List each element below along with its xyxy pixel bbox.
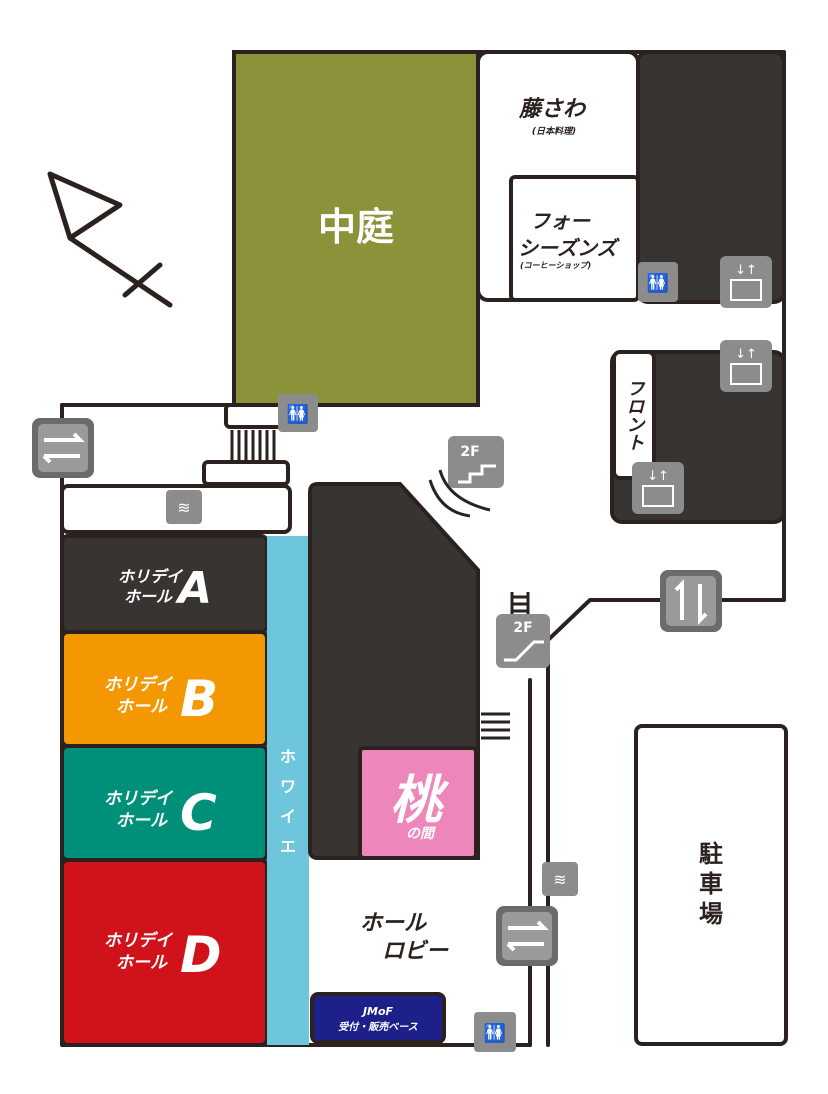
escalator-2f-label: 2F xyxy=(513,620,532,636)
corridor-block xyxy=(202,460,290,486)
restroom-icon: 🚻 xyxy=(474,1012,516,1052)
front-desk[interactable]: フロント xyxy=(612,350,656,480)
hall-d-line2: ホール xyxy=(116,953,168,973)
hall-lobby[interactable]: ホール ロビー xyxy=(360,911,449,964)
hall-c-letter: C xyxy=(180,784,217,842)
parking-lot[interactable]: 駐 車 場 xyxy=(634,724,788,1046)
momo-kanji: 桃 xyxy=(390,771,450,831)
hall-b-line2: ホール xyxy=(116,697,168,717)
svg-text:↓↑: ↓↑ xyxy=(647,469,669,484)
courtyard-label: 中庭 xyxy=(318,205,394,249)
escalator-2f-icon: 2F xyxy=(496,614,550,668)
hall-a-line2: ホール xyxy=(124,587,173,606)
hall-c-line2: ホール xyxy=(116,811,168,831)
hall-c-line1: ホリデイ xyxy=(104,789,174,809)
hall-a-letter: A xyxy=(175,563,212,614)
svg-text:↓↑: ↓↑ xyxy=(735,263,757,278)
foyer-char-2: ワ xyxy=(280,777,296,796)
coffee-shop-four-seasons[interactable]: フォー シーズンズ (コーヒーショップ) xyxy=(509,175,640,302)
stairs-2f-icon: 2F xyxy=(428,436,504,518)
jmof-line2: 受付・販売ベース xyxy=(338,1021,418,1033)
parking-char-1: 駐 xyxy=(699,840,723,868)
elevator-icon: ↓↑ xyxy=(632,462,684,514)
elevator-icon: ↓↑ xyxy=(720,256,772,308)
jmof-reception[interactable]: JMoF 受付・販売ベース xyxy=(310,992,446,1044)
holiday-hall-c[interactable]: ホリデイ ホール C xyxy=(60,744,269,862)
fujisawa-sub: (日本料理) xyxy=(532,126,576,137)
hall-b-letter: B xyxy=(180,670,218,728)
passage-arrows-icon xyxy=(496,906,558,966)
four-seasons-line2: シーズンズ xyxy=(518,236,621,260)
passage-arrows-icon xyxy=(660,570,722,632)
compass-north-icon xyxy=(47,171,173,308)
passage-arrows-icon xyxy=(32,418,94,478)
parking-char-3: 場 xyxy=(699,900,723,928)
foyer[interactable]: ホ ワ イ エ xyxy=(267,536,309,1045)
hall-lobby-line1: ホール xyxy=(360,911,427,936)
holiday-hall-b[interactable]: ホリデイ ホール B xyxy=(60,630,269,748)
foyer-char-1: ホ xyxy=(280,747,296,766)
svg-text:🚻: 🚻 xyxy=(647,272,669,294)
fujisawa-name: 藤さわ xyxy=(518,97,587,122)
hall-d-line1: ホリデイ xyxy=(104,931,174,951)
foyer-char-4: エ xyxy=(280,837,296,856)
restroom-icon: 🚻 xyxy=(638,262,678,302)
momo-sub: の間 xyxy=(406,826,436,842)
hall-b-line1: ホリデイ xyxy=(104,675,174,695)
stairs-2f-label: 2F xyxy=(460,444,479,460)
hall-d-letter: D xyxy=(180,926,222,984)
front-desk-label: フロント xyxy=(624,379,645,451)
momo-room[interactable]: 桃 の間 xyxy=(358,746,478,860)
foyer-char-3: イ xyxy=(280,807,296,826)
restroom-icon: 🚻 xyxy=(278,394,318,432)
smoking-icon: ≋ xyxy=(542,862,578,896)
svg-text:≋: ≋ xyxy=(553,870,566,889)
elevator-icon: ↓↑ xyxy=(720,340,772,392)
svg-text:🚻: 🚻 xyxy=(484,1022,506,1044)
four-seasons-sub: (コーヒーショップ) xyxy=(520,261,591,270)
jmof-line1: JMoF xyxy=(361,1005,394,1018)
holiday-hall-d[interactable]: ホリデイ ホール D xyxy=(60,858,269,1047)
smoking-icon: ≋ xyxy=(166,490,202,524)
svg-text:↓↑: ↓↑ xyxy=(735,347,757,362)
stairs-icon xyxy=(481,592,530,740)
parking-char-2: 車 xyxy=(699,870,723,898)
hall-lobby-line2: ロビー xyxy=(382,939,449,964)
holiday-hall-a[interactable]: ホリデイ ホール A xyxy=(60,534,269,634)
stairs-icon xyxy=(230,430,276,460)
courtyard-area: 中庭 xyxy=(232,50,480,407)
svg-text:🚻: 🚻 xyxy=(287,403,309,425)
svg-text:≋: ≋ xyxy=(177,498,190,517)
hall-a-line1: ホリデイ xyxy=(118,567,184,586)
service-block-upper xyxy=(636,50,786,304)
four-seasons-line1: フォー xyxy=(530,209,591,233)
